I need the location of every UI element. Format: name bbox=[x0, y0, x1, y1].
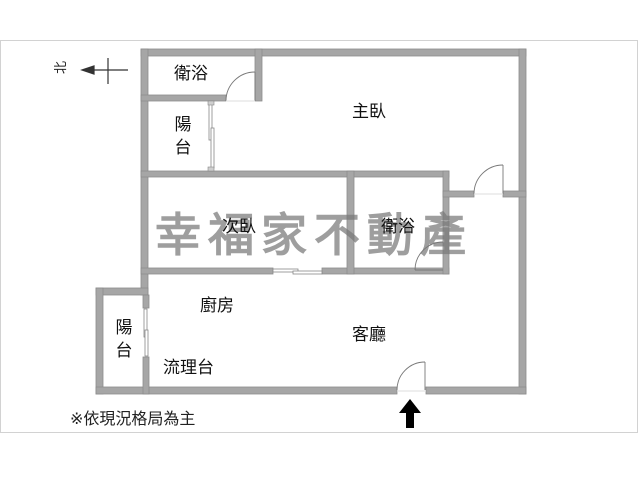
room-label-master-bedroom: 主臥 bbox=[352, 102, 386, 122]
door-swing-master bbox=[473, 164, 504, 195]
watermark: 幸福家不動產 bbox=[155, 208, 473, 262]
sliding-door-balcony2-b bbox=[144, 329, 149, 357]
wall-outer-right bbox=[518, 48, 527, 395]
wall-balcony2-left bbox=[95, 287, 104, 395]
balcony-2-char-2: 台 bbox=[115, 341, 133, 361]
wall-bedroom2-bottom-right bbox=[321, 267, 450, 275]
wall-outer-bottom-left bbox=[95, 386, 398, 395]
wall-outer-top bbox=[140, 48, 527, 57]
wall-master-door-left bbox=[442, 190, 475, 198]
wall-bath2-right bbox=[442, 170, 450, 275]
north-arrow-icon bbox=[80, 58, 128, 84]
balcony-1-char-1: 陽 bbox=[174, 115, 192, 135]
balcony-2-char-1: 陽 bbox=[115, 318, 133, 338]
entrance-arrow-icon bbox=[399, 399, 421, 428]
door-swing-bath1 bbox=[225, 71, 256, 102]
room-label-balcony-1: 陽 台 bbox=[173, 114, 193, 160]
wall-outer-bottom-right bbox=[425, 386, 527, 395]
compass-label: 北 bbox=[54, 60, 70, 75]
door-swing-bath2 bbox=[414, 241, 444, 271]
balcony-1-char-2: 台 bbox=[174, 138, 192, 158]
wall-balcony2-divider-top bbox=[142, 294, 150, 309]
wall-balcony2-divider-bottom bbox=[142, 356, 150, 395]
sliding-door-bedroom2-a bbox=[272, 268, 299, 273]
wall-bath1-bottom bbox=[140, 94, 227, 102]
room-label-second-bedroom: 次臥 bbox=[222, 217, 256, 237]
disclaimer-note: ※依現況格局為主 bbox=[70, 409, 196, 428]
room-label-bathroom-1: 衛浴 bbox=[174, 64, 208, 84]
wall-bath2-left bbox=[346, 170, 355, 275]
sliding-door-bedroom2-b bbox=[292, 270, 323, 275]
floor-plan-frame bbox=[0, 40, 638, 433]
room-label-living-room: 客廳 bbox=[352, 325, 386, 345]
wall-bath1-right bbox=[254, 48, 263, 102]
sliding-door-balcony1-b bbox=[210, 127, 215, 169]
room-label-balcony-2: 陽 台 bbox=[114, 317, 134, 363]
wall-bedroom2-top bbox=[140, 170, 450, 178]
door-swing-entrance bbox=[396, 361, 426, 391]
wall-master-door-right bbox=[502, 190, 527, 198]
room-label-bathroom-2: 衛浴 bbox=[381, 217, 415, 237]
room-label-counter: 流理台 bbox=[163, 358, 214, 378]
wall-bedroom2-bottom-left bbox=[140, 267, 274, 275]
room-label-kitchen: 廚房 bbox=[200, 296, 234, 316]
wall-balcony2-top bbox=[95, 287, 149, 296]
